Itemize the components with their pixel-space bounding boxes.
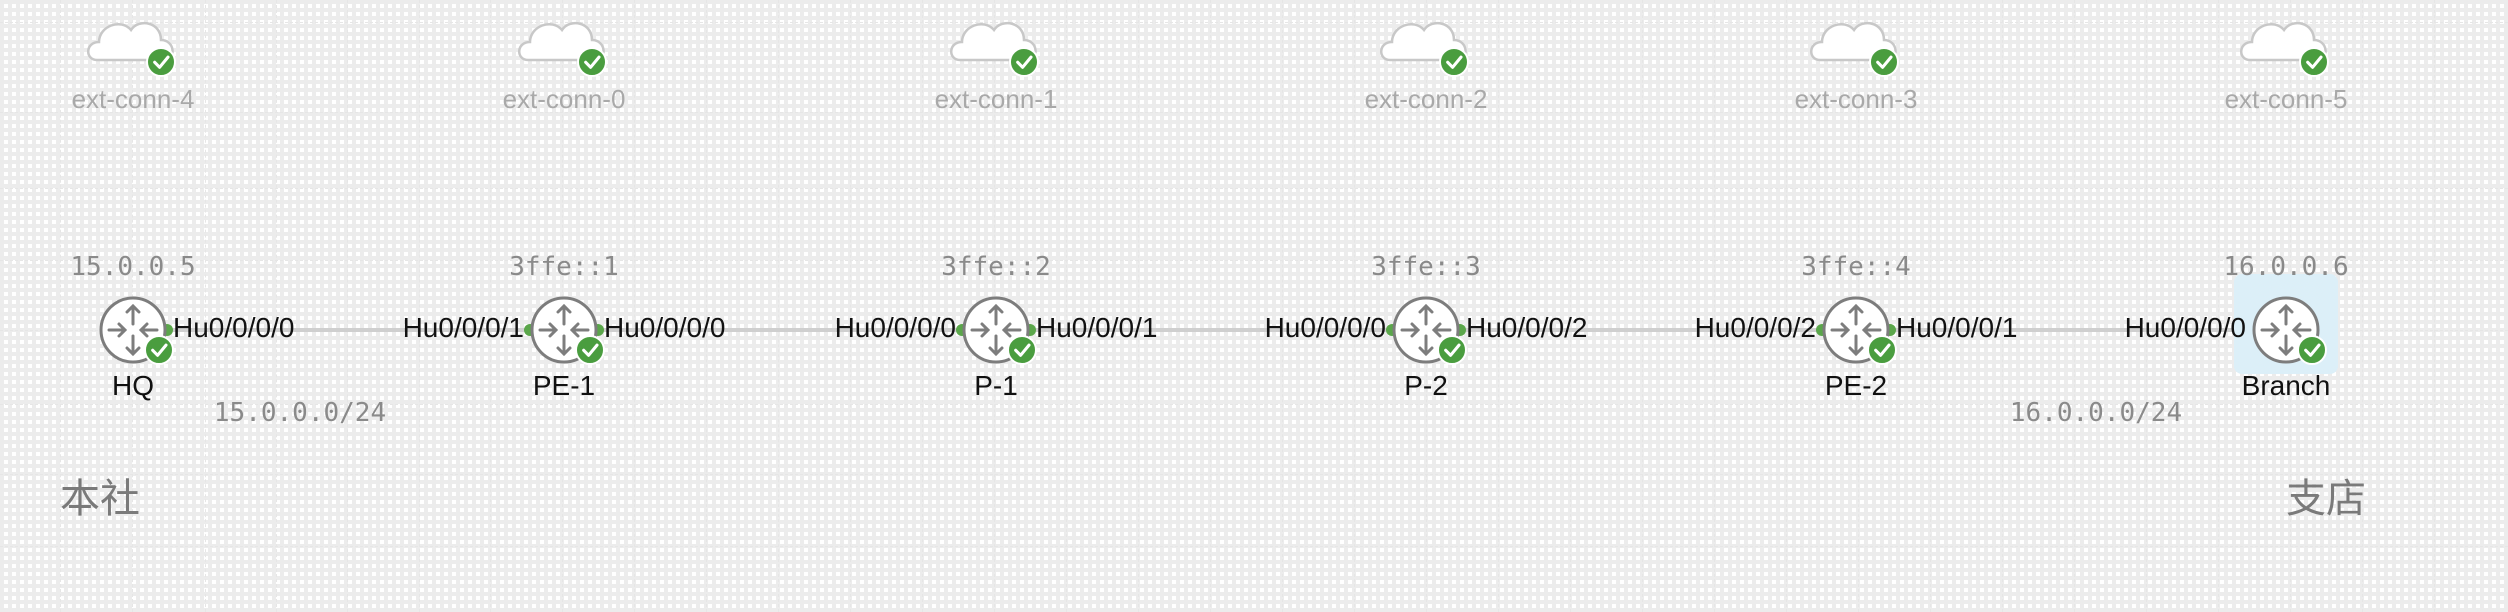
cloud-label: ext-conn-0	[502, 84, 626, 114]
node-address: 3ffe::3	[1371, 252, 1481, 282]
interface-label: Hu0/0/0/1	[402, 312, 524, 343]
node-name[interactable]: PE-1	[532, 370, 596, 401]
node-name[interactable]: P-2	[1404, 370, 1448, 401]
interface-label: Hu0/0/0/1	[1036, 312, 1158, 343]
status-ok-icon	[144, 335, 174, 365]
interface-label: Hu0/0/0/2	[1466, 312, 1588, 343]
cloud-label: ext-conn-4	[71, 84, 195, 114]
status-ok-icon	[1007, 335, 1037, 365]
interface-label: Hu0/0/0/0	[173, 312, 295, 343]
status-ok-icon	[146, 47, 176, 77]
interface-label: Hu0/0/0/1	[1896, 312, 2018, 343]
site-label-right: 支店	[2286, 476, 2366, 522]
status-ok-icon	[1869, 47, 1899, 77]
interface-label: Hu0/0/0/0	[834, 312, 956, 343]
site-label-left: 本社	[60, 476, 140, 522]
status-ok-icon	[1439, 47, 1469, 77]
node-name[interactable]: PE-2	[1824, 370, 1888, 401]
status-ok-icon	[2297, 335, 2327, 365]
interface-label: Hu0/0/0/0	[2124, 312, 2246, 343]
cloud-label: ext-conn-3	[1794, 84, 1918, 114]
subnet-label: 16.0.0.0/24	[2009, 398, 2183, 428]
node-name[interactable]: HQ	[112, 370, 154, 401]
node-name[interactable]: Branch	[2241, 370, 2331, 401]
cloud-label: ext-conn-1	[934, 84, 1058, 114]
node-address: 3ffe::2	[941, 252, 1051, 282]
subnet-label: 15.0.0.0/24	[213, 398, 387, 428]
interface-label: Hu0/0/0/0	[1264, 312, 1386, 343]
status-ok-icon	[2299, 47, 2329, 77]
status-ok-icon	[1437, 335, 1467, 365]
interface-label: Hu0/0/0/0	[604, 312, 726, 343]
cloud-label: ext-conn-2	[1364, 84, 1488, 114]
cloud-label: ext-conn-5	[2224, 84, 2348, 114]
node-address: 15.0.0.5	[70, 252, 196, 282]
status-ok-icon	[1009, 47, 1039, 77]
status-ok-icon	[577, 47, 607, 77]
node-name[interactable]: P-1	[974, 370, 1018, 401]
node-address: 3ffe::4	[1801, 252, 1911, 282]
node-address: 16.0.0.6	[2223, 252, 2349, 282]
status-ok-icon	[1867, 335, 1897, 365]
interface-label: Hu0/0/0/2	[1694, 312, 1816, 343]
node-address: 3ffe::1	[509, 252, 619, 282]
status-ok-icon	[575, 335, 605, 365]
